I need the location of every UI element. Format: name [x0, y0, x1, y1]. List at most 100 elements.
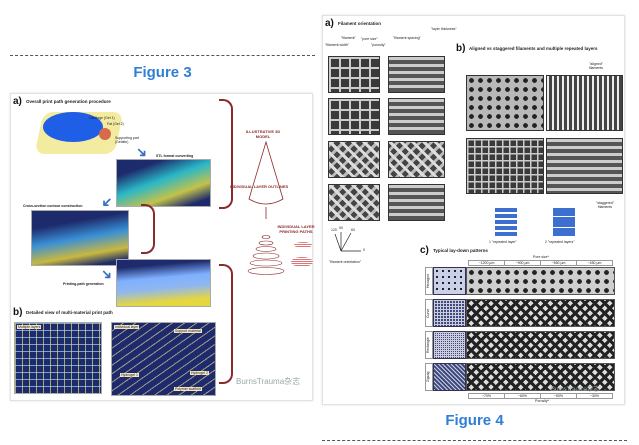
pattern-label: Zigzag [425, 363, 433, 391]
pattern-row-rectangle: Rectangle [425, 331, 615, 359]
pattern-label: Hexagon [425, 267, 433, 295]
watermark: BurnsTrauma杂志 [236, 377, 301, 386]
pattern-label: Rectangle [425, 331, 433, 359]
annotation: "aligned" filaments [588, 62, 603, 70]
pattern-icon [433, 299, 466, 327]
sem-image [466, 138, 544, 194]
tag: Hydrogel 2 [190, 371, 209, 375]
panel-a-label: a) [13, 96, 22, 107]
panel-a-label: a) [325, 18, 334, 29]
brace [219, 264, 233, 384]
figure-3: a) Overall print path generation procedu… [10, 93, 315, 401]
multiple-layers-image: Multiple layers [14, 322, 102, 394]
path-disc [294, 242, 312, 248]
pattern-icon [433, 363, 466, 391]
panel-a-title: Overall print path generation procedure [26, 99, 111, 104]
ear-model [43, 112, 103, 142]
label-support: Supporting part (Gelatin) [115, 136, 139, 144]
pore-size: ~550 µm [541, 261, 577, 265]
pattern-label: Curve [425, 299, 433, 327]
sem-image [328, 184, 380, 221]
tag: Multiple layers [17, 325, 42, 329]
angle-label: 0 [363, 248, 365, 252]
pore-size: ~900 µm [505, 261, 541, 265]
divider [322, 440, 627, 441]
divider [10, 55, 315, 56]
panel-b-label: b) [456, 43, 466, 54]
figure-3-caption: Figure 3 [133, 64, 192, 81]
schematic-caption: 1 "repeated layer" [489, 240, 517, 244]
stl-image [116, 159, 211, 207]
brace [219, 99, 233, 209]
label-printing-paths: INDIVIDUAL LAYER PRINTING PATHS [277, 224, 315, 234]
sem-image [546, 138, 623, 194]
angle-label: 90 [339, 226, 343, 230]
brace [141, 204, 155, 254]
step-contour: Cross-section contour construction [23, 204, 83, 208]
axis-caption: "filament orientation" [329, 260, 362, 264]
step-stl: STL format converting [156, 154, 194, 158]
pattern-row-hexagon: Hexagon [425, 267, 615, 295]
individual-layer-image: Individual layer Support material Hydrog… [111, 322, 216, 396]
porosity: ~70% [469, 394, 505, 398]
row-header: Porosity* [535, 399, 550, 403]
porosity: ~50% [541, 394, 577, 398]
annotation: "staggered" filaments [595, 201, 615, 209]
sem-image [328, 98, 380, 135]
pore-size-row: ~1200 µm ~900 µm ~550 µm ~450 µm [468, 260, 613, 266]
tag: Individual layer [114, 325, 140, 329]
angle-label: 120 [331, 228, 337, 232]
sem-image [388, 98, 445, 135]
sem-image [328, 141, 380, 178]
contour-image [31, 210, 129, 266]
annotation: "filament" [341, 36, 356, 40]
tag: Polymer scaffold [174, 387, 202, 391]
schematic-caption: 2 "repeated layers" [545, 240, 575, 244]
panel-a-title: Filament orientation [338, 21, 382, 26]
sem-image [388, 141, 445, 178]
label-fat: Fat (Gel 2) [107, 122, 124, 126]
watermark: BurnsTrauma杂志 [551, 387, 600, 393]
figure-4: a) Filament orientation "filament width"… [322, 15, 625, 405]
sem-image [388, 56, 445, 93]
annotation: "porosity" [371, 43, 386, 47]
panel-b-title: Aligned vs staggered filaments and multi… [469, 46, 598, 51]
panel-b-label: b) [13, 307, 23, 318]
cone-diagram [247, 140, 285, 275]
pore-size: ~1200 µm [469, 261, 505, 265]
label-cartilage: Cartilage (Gel 1) [89, 116, 115, 120]
pattern-row-zigzag: Zigzag [425, 363, 615, 391]
porosity: ~30% [589, 394, 600, 398]
path-image [116, 259, 211, 307]
pattern-icon [433, 267, 466, 295]
pore-size: ~450 µm [587, 261, 602, 265]
column-header: Pore size* [533, 255, 549, 259]
annotation: "filament spacing" [393, 36, 421, 40]
sem-strip [466, 363, 615, 391]
tag: Support material [174, 329, 202, 333]
pattern-row-curve: Curve [425, 299, 615, 327]
sem-strip [466, 299, 615, 327]
orientation-axes [334, 232, 361, 252]
tag: Hydrogel 1 [120, 373, 139, 377]
angle-label: 60 [351, 228, 355, 232]
sem-image [388, 184, 445, 221]
pattern-icon [433, 331, 466, 359]
sem-strip [466, 331, 615, 359]
panel-c-title: Typical lay-down patterns [433, 248, 488, 253]
panel-c-label: c) [420, 245, 429, 256]
annotation: "pore size" [361, 37, 378, 41]
porosity-row: ~70% ~60% ~50% ~30% [468, 393, 613, 399]
figure-4-caption: Figure 4 [445, 412, 504, 429]
label-3d-model: ILLUSTRATIVE 3D MODEL [245, 129, 281, 139]
sem-image [546, 75, 623, 131]
annotation: "layer thickness" [431, 27, 457, 31]
schematic-1-layer [495, 208, 517, 236]
sem-strip [466, 267, 615, 295]
schematic-2-layers [553, 208, 575, 236]
label-layer-outlines: INDIVIDUAL LAYER OUTLINES [229, 184, 289, 189]
porosity: ~60% [505, 394, 541, 398]
sem-image [328, 56, 380, 93]
step-path: Printing-path generation [63, 282, 104, 286]
panel-b-title: Detailed view of multi-material print pa… [26, 310, 113, 315]
